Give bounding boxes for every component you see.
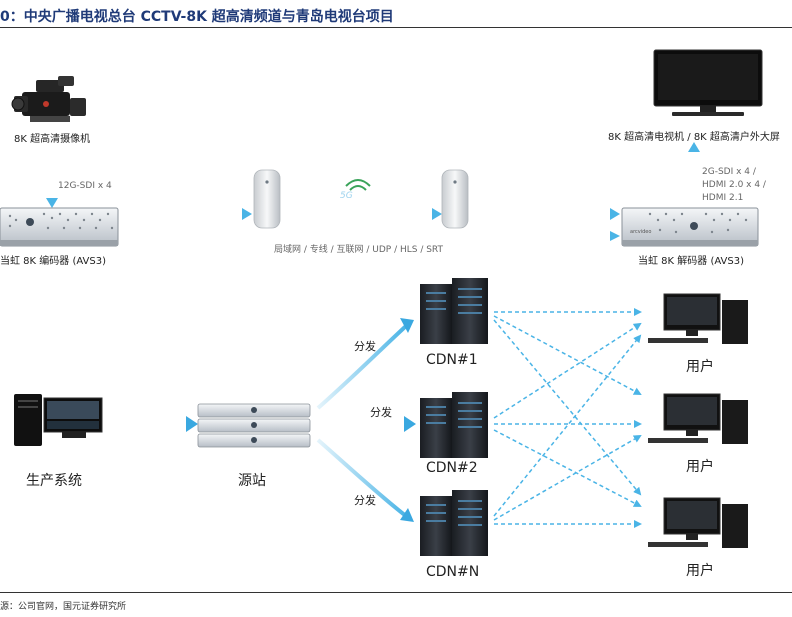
origin-to-cdn1-arrow [316, 324, 408, 410]
top-rule [0, 27, 792, 28]
decoder-server-icon: arcvideo [621, 207, 759, 247]
decoder-label: 当虹 8K 解码器 (AVS3) [638, 256, 745, 267]
origin-to-cdnN-arrow [316, 438, 408, 518]
source-note: 源：公司官网，国元证券研究所 [0, 602, 127, 612]
camera-label: 8K 超高清摄像机 [14, 134, 91, 145]
network-label: 局域网 / 专线 / 互联网 / UDP / HLS / SRT [274, 245, 444, 255]
encoder-label: 当虹 8K 编码器 (AVS3) [0, 256, 107, 267]
tv-display-icon [653, 49, 763, 116]
cdn-label-3: CDN#N [426, 564, 480, 580]
cdn-rack-icon [420, 490, 488, 556]
distribute-label-3: 分发 [354, 494, 376, 507]
user-pc-icon [648, 293, 748, 344]
5g-label: 5G [340, 191, 353, 201]
user-label-2: 用户 [686, 459, 714, 475]
output-line-3: HDMI 2.1 [702, 193, 744, 203]
user-label-1: 用户 [686, 359, 714, 375]
5g-signal-icon [345, 179, 371, 191]
svg-text:arcvideo: arcvideo [630, 229, 651, 235]
camera-icon [11, 76, 86, 122]
user-pc-icon [648, 497, 748, 548]
distribute-label-2: 分发 [370, 406, 392, 419]
encoder-server-icon [0, 207, 119, 247]
cdn-user-dashed-arrows [493, 308, 642, 528]
5g-cpe-icon [253, 169, 281, 229]
user-label-3: 用户 [686, 563, 714, 579]
5g-cpe-icon [441, 169, 469, 229]
sdi-label: 12G-SDI x 4 [58, 181, 112, 191]
display-label: 8K 超高清电视机 / 8K 超高清户外大屏 [608, 132, 780, 143]
origin-label: 源站 [238, 473, 266, 489]
bottom-rule [0, 592, 792, 593]
user-pc-icon [648, 393, 748, 444]
cdn-rack-icon [420, 392, 488, 458]
cdn-rack-icon [420, 278, 488, 344]
distribute-label-1: 分发 [354, 340, 376, 353]
cdn-label-1: CDN#1 [426, 352, 478, 368]
output-line-2: HDMI 2.0 x 4 / [702, 180, 766, 190]
output-line-1: 2G-SDI x 4 / [702, 167, 756, 177]
cdn-label-2: CDN#2 [426, 460, 478, 476]
origin-server-stack-icon [197, 403, 311, 448]
figure-title: 0：中央广播电视总台 CCTV-8K 超高清频道与青岛电视台项目 [0, 9, 394, 25]
workstation-icon [14, 394, 103, 446]
production-label: 生产系统 [26, 473, 82, 489]
